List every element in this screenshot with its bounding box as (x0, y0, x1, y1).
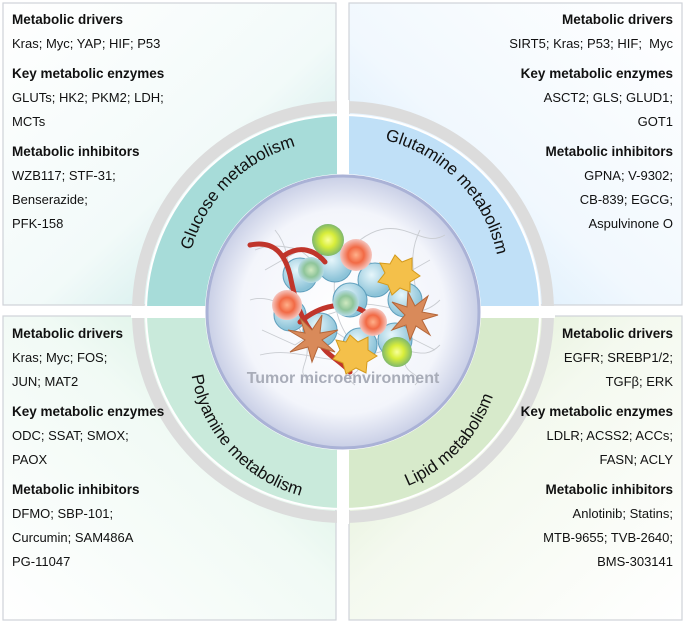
glutamine-section-heading: Key metabolic enzymes (520, 66, 673, 81)
lipid-section-line: MTB-9655; TVB-2640; (543, 530, 673, 545)
blood-vessel (247, 241, 368, 375)
orange-cell (377, 254, 421, 296)
lipid-section-line: TGFβ; ERK (605, 374, 673, 389)
glutamine-section-line: CB-839; EGCG; (579, 192, 673, 207)
green-cell (298, 257, 324, 283)
glutamine-section-line: SIRT5; Kras; P53; HIF; Myc (509, 36, 673, 51)
polyamine-section-heading: Key metabolic enzymes (12, 404, 165, 419)
lipid-section-line: BMS-303141 (597, 554, 673, 569)
polyamine-section-line: Curcumin; SAM486A (12, 530, 134, 545)
glucose-section-line: WZB117; STF-31; (12, 168, 116, 183)
lipid-section-heading: Metabolic drivers (561, 326, 673, 341)
polyamine-section-line: DFMO; SBP-101; (12, 506, 114, 521)
red-cell (272, 290, 302, 320)
glutamine-arc-band (343, 116, 539, 312)
glutamine-section-heading: Metabolic inhibitors (545, 144, 673, 159)
glutamine-section-line: GPNA; V-9302; (584, 168, 673, 183)
stellate-cell (390, 290, 439, 342)
stellate-cell (287, 314, 339, 364)
red-cell (359, 308, 387, 336)
polyamine-section-line: PG-11047 (12, 554, 71, 569)
tumor-illustration (247, 224, 446, 386)
green-cell (333, 290, 359, 316)
glutamine-section-line: ASCT2; GLS; GLUD1; (543, 90, 673, 105)
lipid-section-line: FASN; ACLY (599, 452, 673, 467)
polyamine-section-heading: Metabolic inhibitors (12, 482, 140, 497)
lipid-section-heading: Metabolic inhibitors (545, 482, 673, 497)
lipid-arc-band (343, 312, 539, 508)
red-cell (340, 239, 372, 271)
lipid-section-line: EGFR; SREBP1/2; (563, 350, 673, 365)
yellow-cell (312, 224, 344, 256)
glucose-section-heading: Metabolic drivers (12, 12, 124, 27)
lipid-section-line: LDLR; ACSS2; ACCs; (546, 428, 673, 443)
lipid-section-line: Anlotinib; Statins; (572, 506, 673, 521)
glucose-section-heading: Key metabolic enzymes (12, 66, 165, 81)
glucose-arc-band (147, 116, 343, 312)
orange-cell (332, 334, 378, 375)
glucose-section-line: Kras; Myc; YAP; HIF; P53 (12, 36, 161, 51)
glucose-section-line: PFK-158 (12, 216, 64, 231)
lipid-section-heading: Key metabolic enzymes (520, 404, 673, 419)
glucose-section-line: GLUTs; HK2; PKM2; LDH; (12, 90, 164, 105)
glutamine-section-line: GOT1 (637, 114, 673, 129)
glucose-section-line: Benserazide; (12, 192, 88, 207)
polyamine-section-line: ODC; SSAT; SMOX; (12, 428, 129, 443)
yellow-cell (382, 337, 412, 367)
center-label: Tumor microenvironment (247, 370, 440, 387)
polyamine-section-line: JUN; MAT2 (12, 374, 79, 389)
glutamine-section-line: Aspulvinone O (588, 216, 673, 231)
polyamine-section-line: PAOX (12, 452, 48, 467)
glucose-section-line: MCTs (12, 114, 46, 129)
polyamine-section-heading: Metabolic drivers (12, 326, 124, 341)
glutamine-section-heading: Metabolic drivers (561, 12, 673, 27)
glucose-section-heading: Metabolic inhibitors (12, 144, 140, 159)
polyamine-arc-band (147, 312, 343, 508)
polyamine-section-line: Kras; Myc; FOS; (12, 350, 108, 365)
